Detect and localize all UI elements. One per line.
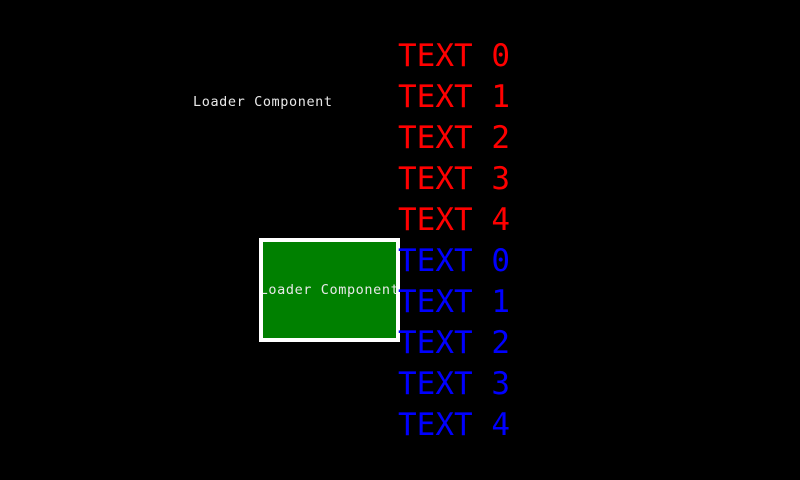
text-row: TEXT 2 xyxy=(398,120,510,156)
text-row: TEXT 1 xyxy=(398,79,510,115)
loader-component-box-content: Loader Component xyxy=(263,242,396,338)
loader-component-box[interactable]: Loader Component xyxy=(259,238,400,342)
text-row: TEXT 4 xyxy=(398,202,510,238)
text-row: TEXT 1 xyxy=(398,284,510,320)
loader-component-label: Loader Component xyxy=(193,94,333,110)
text-row: TEXT 3 xyxy=(398,366,510,402)
loader-component-box-label: Loader Component xyxy=(259,282,400,298)
text-row: TEXT 4 xyxy=(398,407,510,443)
text-row: TEXT 0 xyxy=(398,243,510,279)
text-row: TEXT 3 xyxy=(398,161,510,197)
text-row-list: TEXT 0 TEXT 1 TEXT 2 TEXT 3 TEXT 4 TEXT 0 TEXT… xyxy=(398,36,658,446)
text-row: TEXT 2 xyxy=(398,325,510,361)
text-row: TEXT 0 xyxy=(398,38,510,74)
